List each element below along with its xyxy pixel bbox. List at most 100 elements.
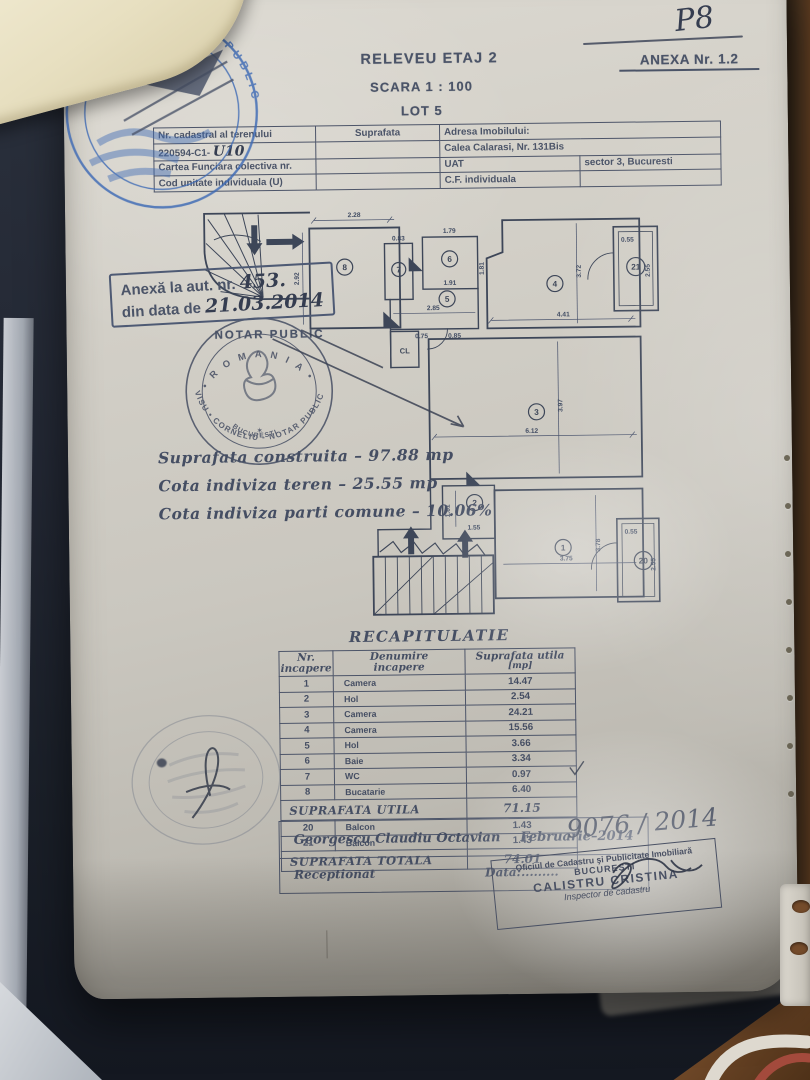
dimension-labels: 2.28 2.92 0.83 1.79 1.91 1.81 2.85 0.75 … [294,212,658,571]
room-label: 1 [561,543,566,552]
dim-label: 2.28 [348,212,361,219]
scale-label: SCARA 1 : 100 [370,78,474,95]
room-area: 14.47 [465,672,576,690]
dim-label: 1.81 [479,262,486,275]
stamp-printed-text: din data de [121,299,202,322]
cable [704,1034,810,1080]
sleeve-dot [785,551,791,557]
room-name: WC [334,767,467,785]
dim-label: 0.83 [392,235,405,242]
header-line: incapere [280,662,332,675]
red-cable [754,1053,810,1080]
room-label: 20 [639,556,649,565]
room-area: 6.40 [466,781,577,799]
dim-label: 2.92 [294,272,301,285]
entrance-arrow-down [246,225,263,256]
pen-line [583,35,743,45]
plan-arrows [246,225,481,558]
stacked-pages-edge [0,317,34,1019]
stamp-handwritten-number: 453. [239,269,287,294]
stairs-up-arrow [403,526,420,555]
dim-label: 6.12 [525,428,538,435]
sleeve-dot [788,791,794,797]
room-name: Camera [333,720,467,738]
room-label: 7 [396,265,401,274]
author-name: Georgescu Claudiu Octavian [293,829,501,848]
document-paper: NOTAR PUBLIC RELEVEU ETAJ 2 ANEXA Nr. 1.… [62,0,799,1000]
dim-label: 2.85 [427,305,440,312]
dimension-lines [301,216,637,592]
sleeve-dot [787,743,793,749]
dim-label: 3.97 [557,399,564,412]
room-name: Camera [333,705,466,723]
room-label: 6 [447,255,452,264]
empty-cell [315,156,441,174]
sleeve-hole-strip [780,884,810,1006]
handwritten-mark: P8 [672,0,716,40]
header-line: [mp] [507,660,533,672]
white-cable [704,1034,810,1080]
room-area: 15.56 [465,719,577,737]
uat-label: UAT [439,155,581,173]
entrance-arrow-right [266,233,305,250]
page-corner-bottom-left [0,982,102,1080]
room-name: Camera [333,674,466,692]
dim-label: 1.91 [443,280,456,287]
dim-label: 0.85 [448,333,461,340]
pen-mark-triangle [145,49,224,96]
recap-title: RECAPITULATIE [348,626,510,647]
utila-label: SUPRAFATA UTILA [280,798,468,821]
sleeve-dot [785,503,791,509]
punch-hole [790,942,808,955]
uat-value: sector 3, Bucuresti [579,153,722,171]
room-name: Bucatarie [334,782,467,800]
closet-label: CL [400,346,411,355]
dim-label: 2.55 [650,558,657,571]
room-label: 4 [553,280,558,289]
blue-stamp-smudge [88,128,212,183]
empty-cell [580,169,722,187]
handwritten-registration-number: 9076 / 2014 [565,802,720,844]
room-area: 3.66 [466,734,577,752]
room-name: Hol [334,736,467,754]
pen-strokes [123,60,234,136]
floor-plan: 2.28 2.92 0.83 1.79 1.91 1.81 2.85 0.75 … [203,211,661,616]
plan-walls [203,211,661,616]
room-area: 24.21 [465,703,576,721]
room-label: 5 [445,295,450,304]
dim-label: 3.78 [595,538,602,551]
area-summary: Suprafata construita – 97.88 mp Cota ind… [158,444,539,533]
room-area: 3.34 [466,750,577,768]
sleeve-dot [786,599,792,605]
room-area: 0.97 [466,765,577,783]
dim-label: 4.41 [557,311,570,318]
sleeve-dot [784,455,790,461]
empty-cell [315,139,440,159]
room-name: Hol [333,689,466,707]
ink-blot [156,758,167,768]
common-share-line: Cota indiviza parti comune – 10.06% [158,500,493,524]
utila-value: 71.15 [466,796,578,819]
room-name: Baie [334,751,467,769]
sleeve-dot [786,647,792,653]
land-share-line: Cota indiviza teren – 25.55 mp [158,473,438,496]
receptionat-label: Receptionat [294,866,376,882]
dim-label: 1.61 [445,504,452,517]
empty-cell [316,172,441,190]
anexa-label: ANEXA Nr. 1.2 [619,51,760,72]
room-area: 2.54 [465,688,576,706]
page-title: RELEVEU ETAJ 2 [360,50,498,68]
room-label: 3 [534,408,539,417]
room-label: 2 [472,499,477,508]
room-number-circles [336,250,653,571]
room-label: 8 [342,263,347,272]
dim-label: 0.75 [415,333,428,340]
header-cell: Suprafata utila[mp] [464,647,576,675]
cell-label: Suprafata [315,124,440,142]
punch-hole [792,900,810,913]
dim-label: 0.55 [625,529,638,536]
built-area-line: Suprafata construita – 97.88 mp [157,444,454,468]
